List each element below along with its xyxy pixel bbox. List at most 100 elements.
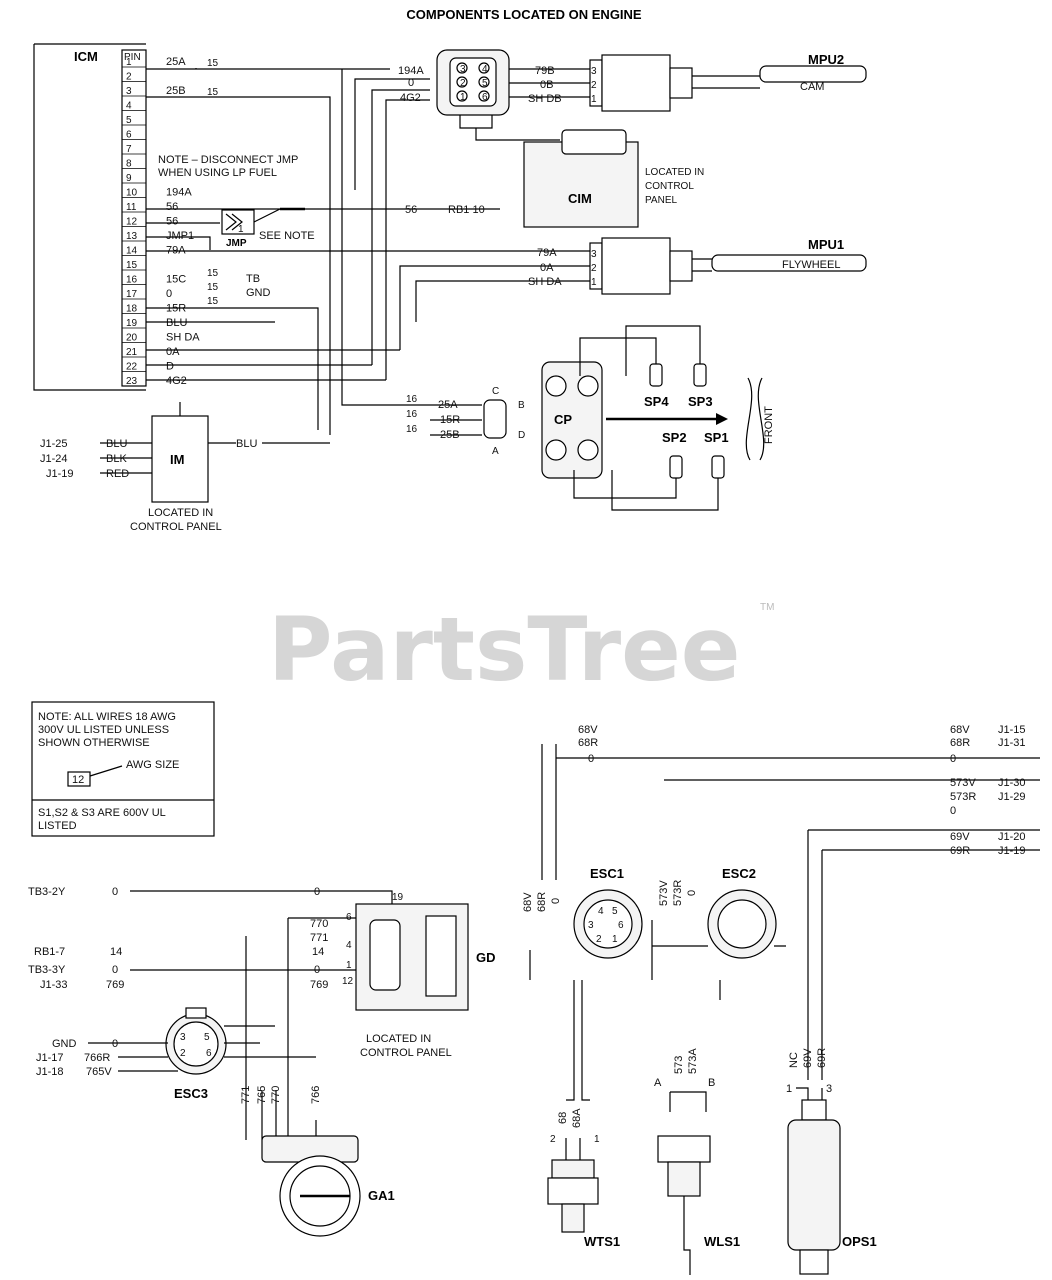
esc3-pin-2: 2 xyxy=(180,1048,186,1059)
cp-pin-a: A xyxy=(492,446,499,457)
gd-input-4-wire: 769 xyxy=(106,979,124,991)
esc2-connector: 573V 573R 0 ESC2 xyxy=(652,866,786,1000)
cim-location-2: CONTROL xyxy=(645,181,694,192)
icm-pin-number: 16 xyxy=(126,275,138,286)
esc1-pin-4: 4 xyxy=(598,906,604,917)
mpu1-wire-3: SH DA xyxy=(528,276,562,288)
conn-top-wire-right-3: SH DB xyxy=(528,93,562,105)
wts1-pin-1: 1 xyxy=(594,1134,600,1145)
im-input-3-wire: RED xyxy=(106,468,129,480)
icm-pin-number: 23 xyxy=(126,376,138,387)
gd-gauge-19: 19 xyxy=(392,892,404,903)
icm-pin-number: 7 xyxy=(126,144,132,155)
cp-gauge-3: 16 xyxy=(406,424,418,435)
watermark-brand: PartsTree xyxy=(268,598,740,701)
icm-pin-number: 13 xyxy=(126,231,138,242)
harness-right-dest: J1-19 xyxy=(998,845,1026,857)
icm-pin-wire: 25B xyxy=(166,85,186,97)
icm-pin-number: 17 xyxy=(126,289,138,300)
cp-pin-d: D xyxy=(518,430,525,441)
icm-pin-number: 18 xyxy=(126,304,138,315)
harness-top-wire-3: 0 xyxy=(588,753,594,765)
ops1-sensor: NC 69V 69R 1 3 OPS1 xyxy=(786,1048,877,1275)
im-input-1-from: J1-25 xyxy=(40,438,68,450)
gd-input-2-wire: 14 xyxy=(110,946,122,958)
esc3-input-1-wire: 0 xyxy=(112,1038,118,1050)
esc1-wire-1: 68V xyxy=(522,892,534,912)
esc1-pin-3: 3 xyxy=(588,920,594,931)
mpu1-pin3: 3 xyxy=(591,249,597,260)
gd-label: GD xyxy=(476,950,496,965)
gd-location-2: CONTROL PANEL xyxy=(360,1047,452,1059)
ops1-pin-3: 3 xyxy=(826,1083,832,1095)
mpu1-pin1: 1 xyxy=(591,277,597,288)
note-footer-1: S1,S2 & S3 ARE 600V UL xyxy=(38,807,166,819)
cp-wire-2: 15R xyxy=(440,414,460,426)
wts1-wire-2: 68A xyxy=(571,1108,583,1128)
sp2-label: SP2 xyxy=(662,430,687,445)
jmp-wire-right: RB1 10 xyxy=(448,204,485,216)
harness-right-dest: J1-20 xyxy=(998,831,1026,843)
harness-right-wire: 0 xyxy=(950,753,956,765)
icm-pin-number: 11 xyxy=(126,202,137,213)
cp-gauge-1: 16 xyxy=(406,394,418,405)
icm-wiring xyxy=(146,68,590,435)
wls1-wire-2: 573A xyxy=(687,1048,699,1074)
gd-right-wire-1: 770 xyxy=(310,918,328,930)
esc1-label: ESC1 xyxy=(590,866,624,881)
gd-pin-4: 4 xyxy=(346,940,352,951)
ops1-wire-3: 69R xyxy=(816,1048,828,1068)
sp3-label: SP3 xyxy=(688,394,713,409)
conn-top-wire-left-3: 4G2 xyxy=(400,92,421,104)
conn-top-pin6: 6 xyxy=(482,92,488,103)
mpu2-pin2: 2 xyxy=(591,80,597,91)
conn-top-pin3: 3 xyxy=(460,64,466,75)
harness-right-dest: J1-30 xyxy=(998,777,1026,789)
ops1-wire-1: NC xyxy=(788,1052,800,1068)
icm-gauge-pin16: 15 xyxy=(207,268,219,279)
esc2-wire-2: 573R xyxy=(672,880,684,906)
mpu1-sub: FLYWHEEL xyxy=(782,259,840,271)
gd-location-1: LOCATED IN xyxy=(366,1033,431,1045)
gd-pin-12: 12 xyxy=(342,976,354,987)
conn-top-pin5: 5 xyxy=(482,78,488,89)
watermark-trademark: TM xyxy=(760,602,774,613)
icm-pin-wire: BLU xyxy=(166,317,187,329)
icm-pin-wire: 4G2 xyxy=(166,375,187,387)
esc1-pin-5: 5 xyxy=(612,906,618,917)
esc3-pin-5: 5 xyxy=(204,1032,210,1043)
icm-pin-wire: JMP1 xyxy=(166,230,194,242)
mpu1-wire-2: 0A xyxy=(540,262,554,274)
wls1-pin-b: B xyxy=(708,1077,715,1089)
icm-pin-wire: 0 xyxy=(166,288,172,300)
wts1-sensor: 68 68A 2 1 WTS1 xyxy=(547,1108,620,1249)
conn-top-wire-right-2: 0B xyxy=(540,79,553,91)
icm-pin-number: 2 xyxy=(126,72,132,83)
ops1-wire-2: 69V xyxy=(802,1048,814,1068)
gd-input-4-from: J1-33 xyxy=(40,979,68,991)
icm-pin-number: 15 xyxy=(126,260,138,271)
icm-note-line2: WHEN USING LP FUEL xyxy=(158,167,277,179)
conn-top-pin1: 1 xyxy=(460,92,466,103)
icm-pin-wire: 56 xyxy=(166,216,178,228)
jmp-jumper: 1 JMP SEE NOTE 56 RB1 10 xyxy=(221,204,485,249)
cim-location-3: PANEL xyxy=(645,195,677,206)
gd-input-2-from: RB1-7 xyxy=(34,946,65,958)
esc1-pin-1: 1 xyxy=(612,934,618,945)
note-line-3: SHOWN OTHERWISE xyxy=(38,737,150,749)
esc1-pin-6: 6 xyxy=(618,920,624,931)
esc2-wire-1: 573V xyxy=(658,880,670,906)
harness-top-wire-1: 68V xyxy=(578,724,598,736)
cim-label: CIM xyxy=(568,191,592,206)
icm-pin-number: 8 xyxy=(126,159,132,170)
icm-pin-number: 3 xyxy=(126,86,132,97)
icm-gnd-label: GND xyxy=(246,287,271,299)
esc3-pin-6: 6 xyxy=(206,1048,212,1059)
icm-pin-number: 6 xyxy=(126,130,132,141)
harness-right-dest: J1-31 xyxy=(998,737,1026,749)
wts1-label: WTS1 xyxy=(584,1234,620,1249)
icm-label: ICM xyxy=(74,49,98,64)
im-input-2-wire: BLK xyxy=(106,453,127,465)
